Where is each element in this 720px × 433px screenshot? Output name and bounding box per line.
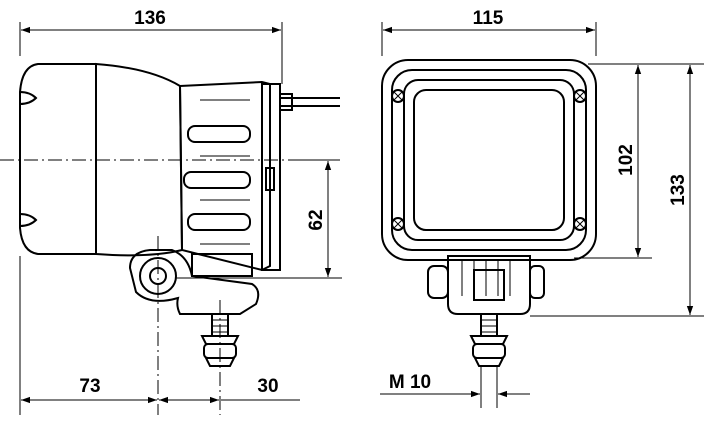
side-clip-top <box>19 91 38 105</box>
front-lens <box>413 89 565 231</box>
dim-115-label: 115 <box>473 8 504 29</box>
side-rear-housing <box>178 80 271 272</box>
side-rear-tab <box>265 167 275 191</box>
front-lug-left <box>427 265 449 299</box>
front-lug-right <box>529 265 545 299</box>
front-connector <box>447 255 531 315</box>
front-connector-ribs <box>461 260 511 301</box>
side-dimensions: 136 62 73 30 <box>19 8 342 415</box>
front-bezel <box>381 59 597 261</box>
cooling-fins <box>183 99 251 245</box>
bezel-screws <box>391 89 587 231</box>
dim-133-label: 133 <box>668 174 689 206</box>
dim-102-label: 102 <box>616 144 637 176</box>
side-view <box>0 62 340 415</box>
front-bezel-inner <box>391 69 587 251</box>
cable <box>280 97 340 107</box>
side-lens-housing <box>19 63 97 255</box>
dim-m10-label: M 10 <box>389 372 431 393</box>
dim-73-label: 73 <box>79 376 100 397</box>
dim-136-label: 136 <box>134 8 166 29</box>
front-lens-frame <box>403 79 575 241</box>
side-connector <box>191 253 253 277</box>
cable-gland <box>279 93 293 111</box>
dim-62-label: 62 <box>306 209 327 230</box>
dim-30-label: 30 <box>257 376 278 397</box>
front-bolt <box>469 313 509 367</box>
front-view <box>381 59 597 408</box>
mounting-bracket <box>128 249 260 315</box>
front-dimensions: 115 102 133 M 10 <box>380 8 704 398</box>
side-clip-bottom <box>19 213 38 227</box>
side-rear-plate <box>261 83 281 271</box>
